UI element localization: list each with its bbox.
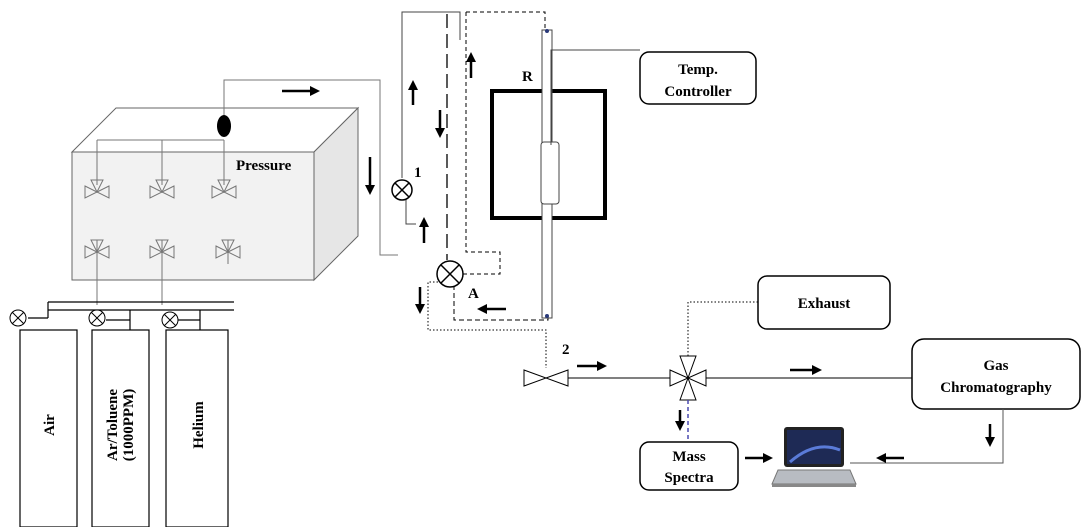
thermocouple-line <box>550 49 640 145</box>
temp-controller-label-2: Controller <box>664 84 732 100</box>
pressure-manifold <box>96 79 398 256</box>
cylinder-ar-toluene <box>91 329 150 527</box>
arrow-down <box>435 110 445 138</box>
arrow-left <box>876 453 904 463</box>
cylinder-helium <box>165 329 229 527</box>
catalyst-bed <box>540 141 560 205</box>
cylinder-valves <box>9 309 179 329</box>
arrow-up <box>466 52 476 78</box>
exhaust-line <box>687 301 758 356</box>
temp-controller-box <box>639 51 757 105</box>
arrow-right <box>282 86 320 96</box>
valveA <box>436 260 464 288</box>
gc-label-1: Gas <box>983 358 1008 374</box>
reactor-label: R <box>522 69 533 85</box>
pressure-box-top <box>70 107 360 153</box>
cylinder-helium-label: Helium <box>191 401 207 449</box>
pressure-box <box>70 106 360 282</box>
box-valve-stems <box>96 240 229 305</box>
arrow-left <box>477 304 506 314</box>
valveA-label: A <box>468 286 479 302</box>
valve2 <box>523 369 569 387</box>
pressure-label: Pressure <box>236 158 292 174</box>
gc-label-2: Chromatography <box>940 380 1052 396</box>
gc-box <box>911 338 1081 410</box>
cylinder-valve-helium <box>161 311 179 329</box>
ms-box <box>639 441 739 491</box>
cylinder-valve-toluene <box>88 309 106 327</box>
flow-arrows <box>282 52 995 463</box>
exhaust-box <box>757 275 891 330</box>
cylinder-ar-toluene-label-2: (1000PPM) <box>121 389 137 461</box>
cylinder-valve-air <box>9 309 27 327</box>
arrow-right <box>577 361 607 371</box>
ms-label-1: Mass <box>672 449 705 465</box>
dotted-line-to-valve2 <box>427 281 547 368</box>
reactor-tube-bottom <box>545 314 549 318</box>
gc-to-laptop-line <box>850 409 1004 464</box>
reactor-tube-top <box>545 29 549 33</box>
valve1-lines <box>401 11 461 225</box>
valve1 <box>391 179 413 201</box>
laptop-icon <box>771 427 857 487</box>
cylinder-ar-toluene-label-1: Ar/Toluene <box>105 389 121 461</box>
arrow-down <box>365 157 375 195</box>
four-way-valve <box>669 355 707 401</box>
arrow-right <box>745 453 773 463</box>
exhaust-label: Exhaust <box>798 296 851 312</box>
box-valves-lower <box>84 239 241 259</box>
arrow-up <box>419 217 429 243</box>
pressure-box-front <box>71 151 315 281</box>
pressure-gauge <box>217 115 231 137</box>
temp-controller-label-1: Temp. <box>678 62 718 78</box>
dashed-bypass-lower <box>463 12 501 275</box>
box-valve <box>211 179 237 199</box>
arrow-up <box>408 80 418 105</box>
box-valves-upper <box>84 179 237 199</box>
arrow-right <box>790 365 822 375</box>
box-valve <box>84 179 110 199</box>
cylinder-air-label: Air <box>42 414 58 436</box>
box-valve <box>149 179 175 199</box>
cylinder-air <box>19 329 78 527</box>
cylinder-header-lines <box>28 301 234 330</box>
dashed-bypass-loop <box>466 11 546 32</box>
arrow-down <box>415 287 425 314</box>
ms-label-2: Spectra <box>664 470 714 486</box>
arrow-down <box>675 410 685 431</box>
valve2-label: 2 <box>562 342 570 358</box>
valve1-label: 1 <box>414 165 422 181</box>
arrow-down <box>985 424 995 447</box>
